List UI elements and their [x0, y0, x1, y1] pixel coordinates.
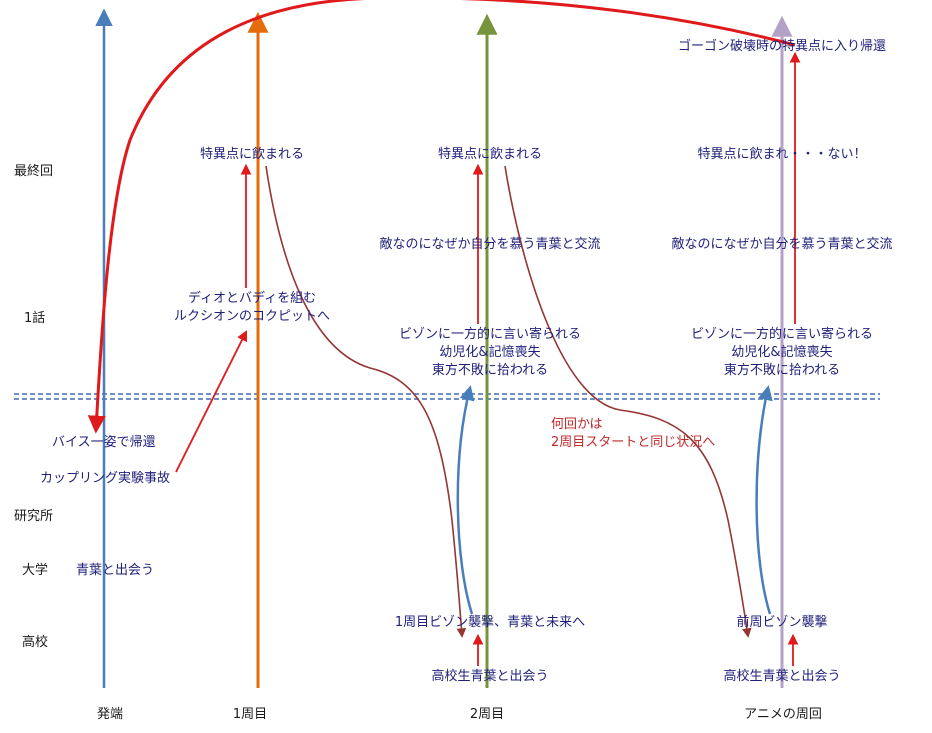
loop2-swallowed: 特異点に飲まれる — [437, 147, 543, 162]
anime-picked-up: 東方不敗に拾われる — [723, 363, 841, 378]
event-return-as-vice: バイス一姿で帰還 — [52, 435, 156, 450]
row-label-final: 最終回 — [14, 164, 54, 179]
loop2-to-anime-curve — [504, 165, 752, 638]
row-label-ep1: 1話 — [24, 311, 46, 326]
column-label-loop2: 2周目 — [469, 707, 505, 722]
loop1-swallowed: 特異点に飲まれる — [199, 147, 305, 162]
column-label-origin: 発端 — [96, 707, 124, 722]
accident-arrow — [175, 330, 247, 473]
row-label-lab: 研究所 — [14, 509, 54, 524]
anime-approached: ビゾンに一方的に言い寄られる — [690, 327, 874, 342]
loop2-amnesia: 幼児化&記憶喪失 — [439, 345, 541, 360]
event-coupling-accident: カップリング実験事故 — [40, 471, 171, 486]
column-label-loop1: 1周目 — [232, 707, 268, 722]
anime-attack: 前周ビゾン襲撃 — [736, 615, 828, 630]
anime-not-swallowed: 特異点に飲まれ・・・ない！ — [697, 147, 867, 162]
anime-exchange: 敵なのになぜか自分を慕う青葉と交流 — [671, 237, 893, 252]
loop2-attack: 1周目ビゾン襲撃、青葉と未来へ — [394, 615, 586, 630]
row-label-highschool: 高校 — [22, 635, 49, 650]
row-label-univ: 大学 — [22, 563, 49, 578]
loop2-picked-up: 東方不敗に拾われる — [431, 363, 549, 378]
event-meet-seiba: 青葉と出会う — [76, 563, 155, 578]
anime-rescue-arc — [755, 385, 773, 615]
anime-amnesia: 幼児化&記憶喪失 — [731, 345, 833, 360]
loop2-exchange: 敵なのになぜか自分を慕う青葉と交流 — [379, 237, 601, 252]
loop2-meet-highschool: 高校生青葉と出会う — [431, 669, 549, 684]
loop2-approached: ビゾンに一方的に言い寄られる — [398, 327, 582, 342]
anime-meet-highschool: 高校生青葉と出会う — [723, 669, 841, 684]
return-arc — [87, 0, 796, 434]
note-line2: 2周目スタートと同じ状況へ — [551, 435, 716, 450]
loop2-rescue-arc — [456, 385, 475, 615]
loop1-pair-line1: ディオとバディを組む — [187, 291, 317, 306]
note-line1: 何回かは — [551, 417, 603, 432]
loop1-to-loop2-curve — [265, 165, 467, 638]
loop1-pair-line2: ルクシオンのコクピットへ — [173, 309, 331, 324]
column-label-anime: アニメの周回 — [744, 707, 822, 722]
anime-return: ゴーゴン破壊時の特異点に入り帰還 — [677, 39, 887, 54]
